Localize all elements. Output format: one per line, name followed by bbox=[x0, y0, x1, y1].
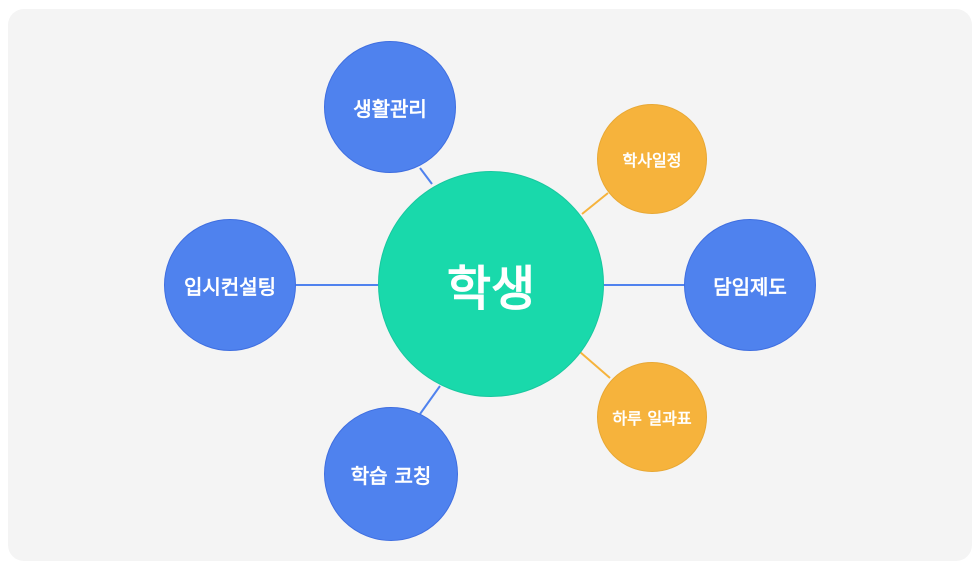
node-daily-schedule-label: 하루 일과표 bbox=[612, 409, 692, 428]
node-admission-consulting: 입시컨설팅 bbox=[164, 219, 296, 351]
node-academic-calendar-label: 학사일정 bbox=[622, 151, 682, 170]
link-academic-calendar bbox=[581, 192, 609, 215]
link-study-coaching bbox=[419, 385, 441, 415]
center-node-student: 학생 bbox=[378, 171, 604, 397]
link-daily-schedule bbox=[579, 351, 611, 379]
node-academic-calendar: 학사일정 bbox=[597, 104, 707, 214]
node-daily-schedule: 하루 일과표 bbox=[597, 362, 707, 472]
node-homeroom-system-label: 담임제도 bbox=[713, 274, 787, 299]
node-study-coaching: 학습 코칭 bbox=[324, 407, 458, 541]
center-node-label: 학생 bbox=[446, 261, 536, 317]
node-homeroom-system: 담임제도 bbox=[684, 219, 816, 351]
node-life-management: 생활관리 bbox=[324, 41, 456, 173]
node-study-coaching-label: 학습 코칭 bbox=[350, 463, 432, 488]
link-life-management bbox=[419, 167, 433, 185]
node-life-management-label: 생활관리 bbox=[353, 96, 427, 121]
node-admission-consulting-label: 입시컨설팅 bbox=[184, 274, 276, 299]
